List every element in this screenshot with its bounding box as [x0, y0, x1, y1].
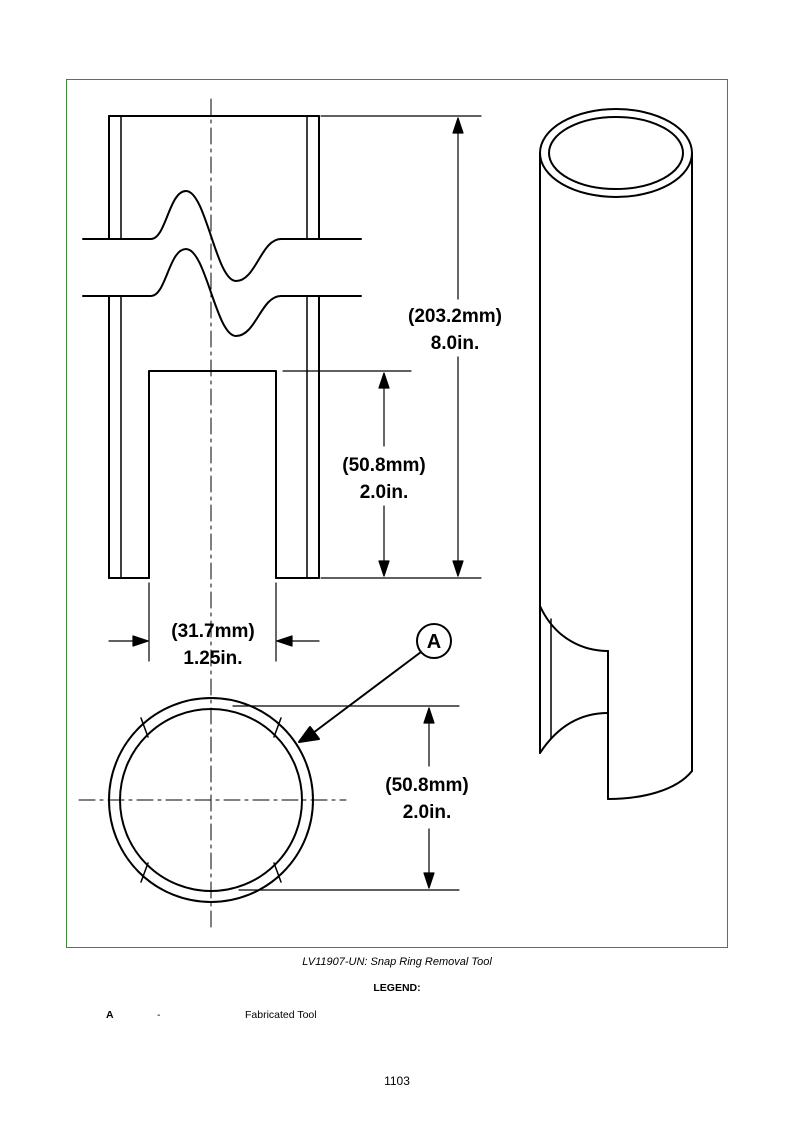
tube-side-view	[82, 115, 362, 579]
legend-title: LEGEND:	[373, 982, 421, 994]
break-line-upper	[82, 190, 362, 282]
legend-item-separator: -	[157, 1009, 161, 1021]
break-line-lower	[82, 248, 362, 337]
legend-item-description: Fabricated Tool	[245, 1009, 317, 1021]
slot-width-in-label: 1.25in.	[183, 648, 242, 669]
diameter-mm-label: (50.8mm)	[385, 775, 468, 796]
slot-depth-mm-label: (50.8mm)	[342, 455, 425, 476]
callout-a: A	[298, 623, 452, 743]
dim-slot-depth	[282, 370, 412, 577]
figure-caption: LV11907-UN: Snap Ring Removal Tool	[302, 956, 492, 968]
slot-depth-in-label: 2.0in.	[360, 482, 409, 503]
page-number: 1103	[384, 1074, 410, 1088]
dim-slot-width	[108, 582, 320, 662]
tube-isometric-view	[539, 108, 693, 800]
legend-item-key: A	[106, 1009, 114, 1021]
callout-a-label: A	[427, 631, 441, 653]
slot-width-mm-label: (31.7mm)	[171, 621, 254, 642]
overall-length-mm-label: (203.2mm)	[408, 306, 502, 327]
overall-length-in-label: 8.0in.	[431, 333, 480, 354]
dim-overall-length	[320, 115, 482, 579]
snap-ring-tool-drawing: A (203.2mm) 8.0in. (50.8mm) 2.0in. (31.7…	[78, 98, 693, 932]
figure-frame: A (203.2mm) 8.0in. (50.8mm) 2.0in. (31.7…	[66, 79, 728, 948]
dim-diameter	[232, 705, 460, 891]
diameter-in-label: 2.0in.	[403, 802, 452, 823]
tube-end-view	[108, 697, 314, 903]
